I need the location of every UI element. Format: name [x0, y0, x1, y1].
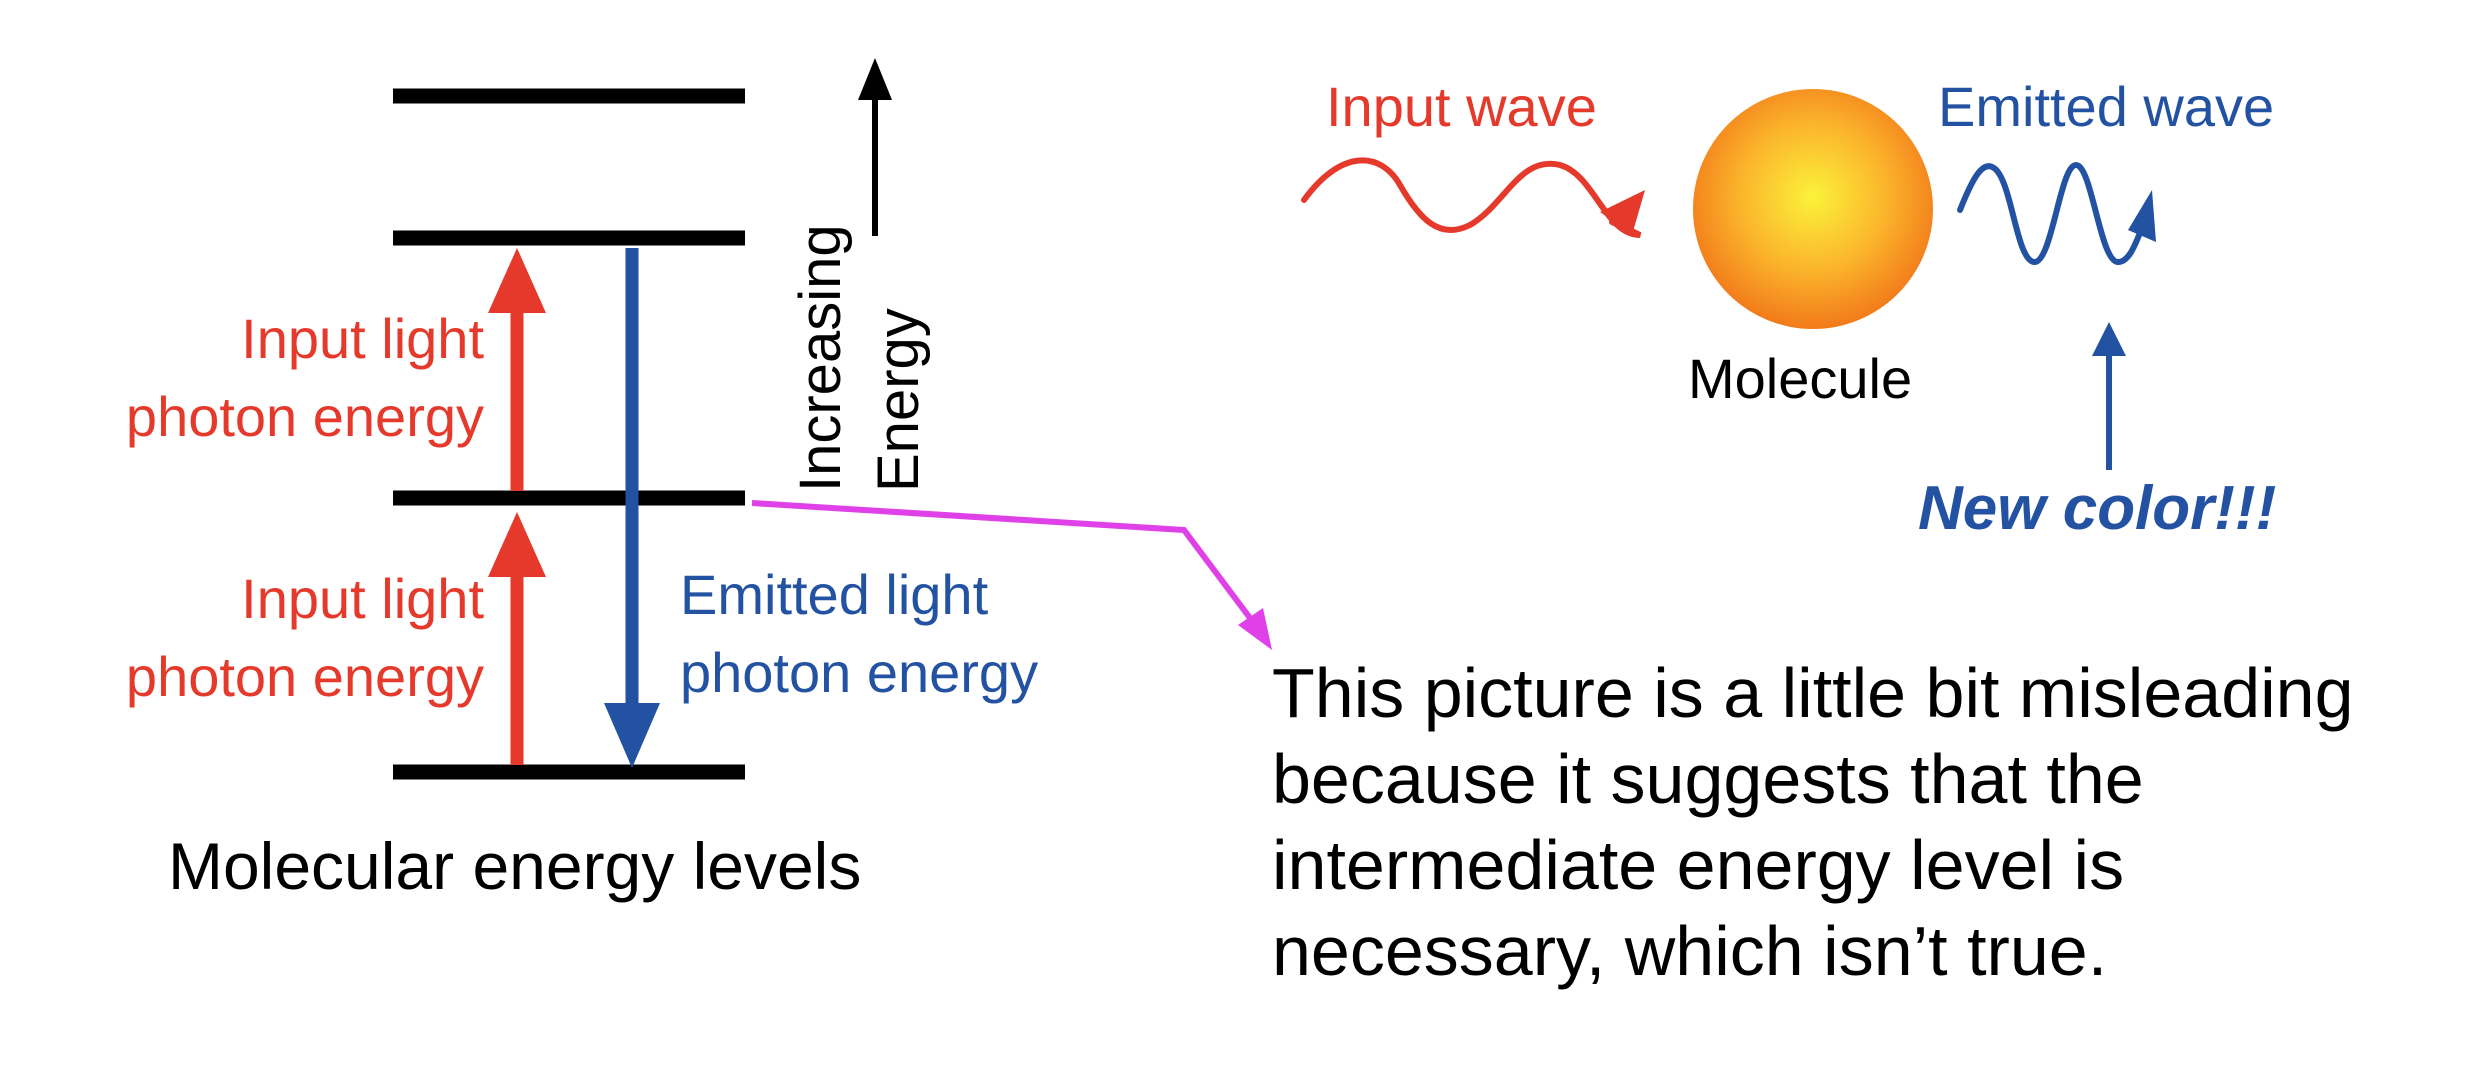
input-label-upper-line2: photon energy — [125, 385, 484, 448]
input-arrow-upper-head — [488, 248, 546, 313]
input-label-lower-line1: Input light — [241, 567, 484, 630]
new-color-label: New color!!! — [1918, 474, 2277, 543]
energy-diagram-caption: Molecular energy levels — [168, 829, 862, 903]
molecule-label: Molecule — [1688, 347, 1913, 410]
misleading-note: This picture is a little bit misleading … — [1272, 654, 2354, 990]
input-light-label-lower: Input light photon energy — [68, 560, 484, 716]
input-arrow-lower-head — [488, 512, 546, 577]
callout-arrow-head — [1238, 608, 1272, 650]
emitted-label-line1: Emitted light — [680, 563, 989, 626]
input-label-lower-line2: photon energy — [125, 645, 484, 708]
emitted-label-line2: photon energy — [680, 641, 1039, 704]
emitted-wave-arrow-head — [2128, 190, 2156, 242]
input-wave — [1301, 157, 1642, 238]
input-label-upper-line1: Input light — [241, 307, 484, 370]
emitted-wave-label: Emitted wave — [1938, 75, 2275, 138]
energy-axis-arrow-head — [858, 58, 892, 100]
emitted-arrow-head — [604, 703, 660, 768]
input-light-label-upper: Input light photon energy — [68, 300, 484, 456]
new-color-arrow-head — [2092, 322, 2126, 356]
input-wave-label: Input wave — [1326, 75, 1597, 138]
emitted-wave — [1957, 161, 2153, 266]
energy-axis-label: Increasing Energy — [782, 224, 938, 492]
axis-label-line1: Increasing — [788, 224, 853, 492]
axis-label-line2: Energy — [866, 308, 931, 492]
callout-line — [751, 500, 1253, 620]
input-wave-arrow-head — [1600, 190, 1645, 235]
molecule-sphere — [1693, 89, 1933, 329]
emitted-light-label: Emitted light photon energy — [680, 556, 1038, 712]
